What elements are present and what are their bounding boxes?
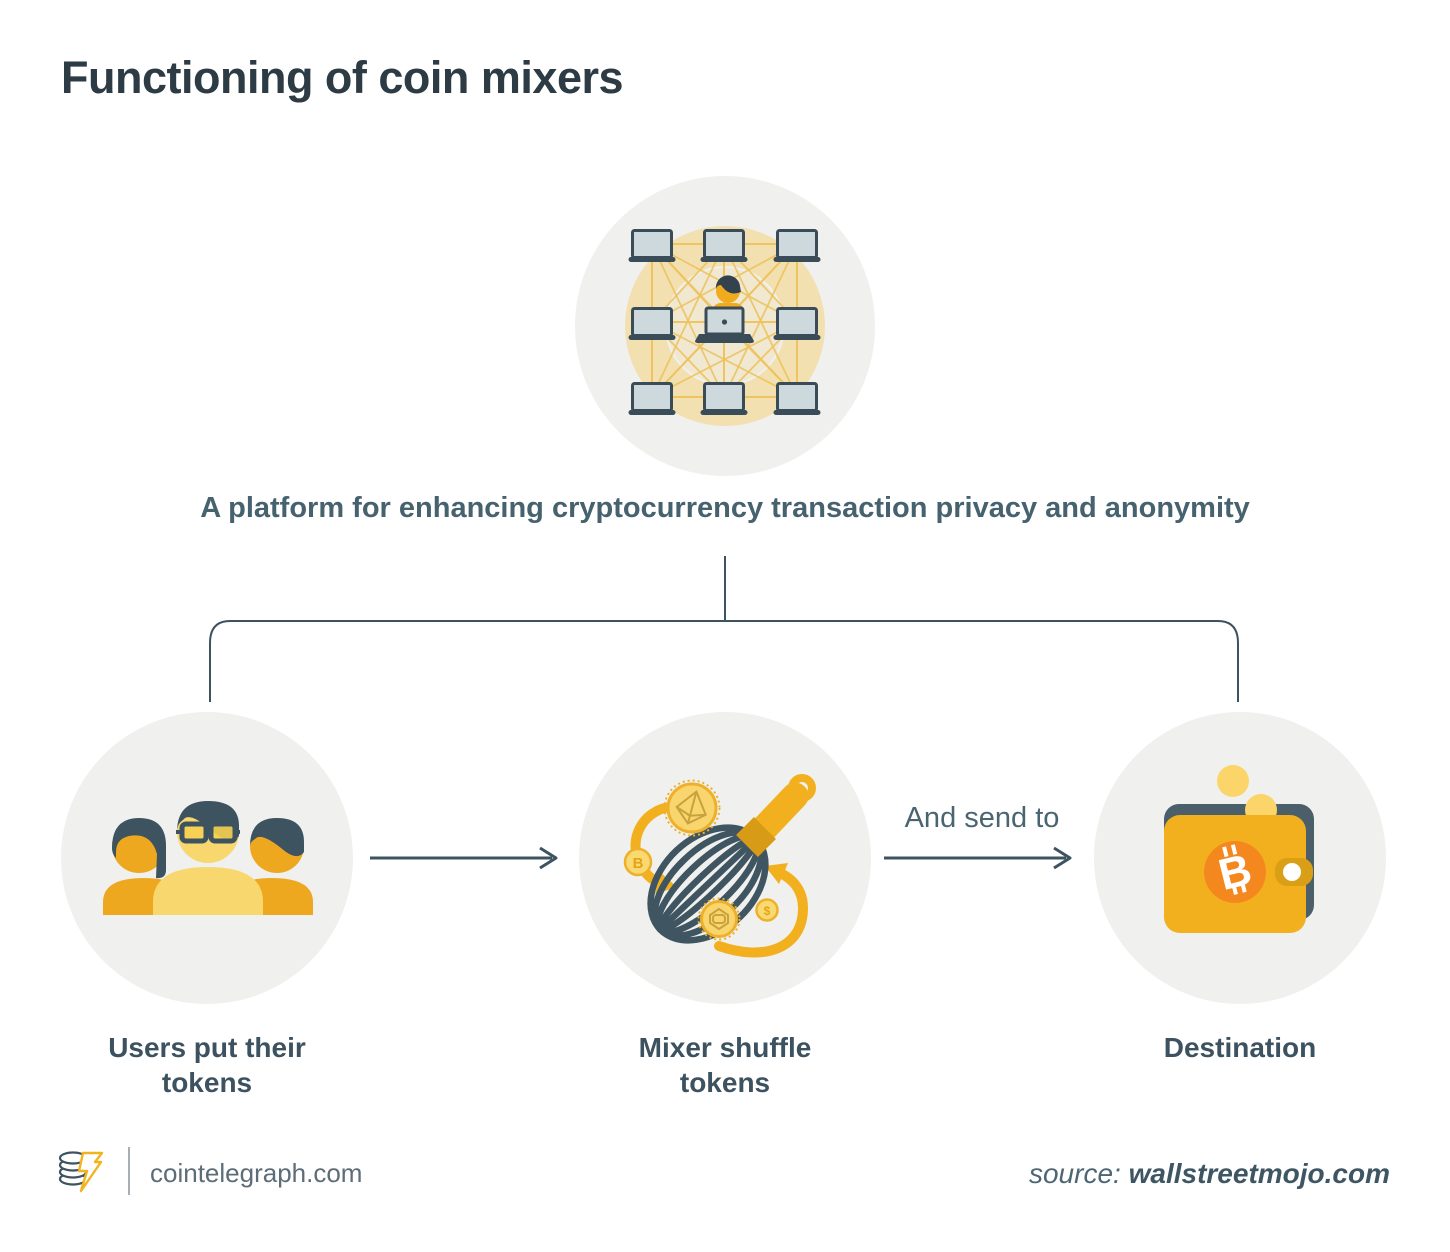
laptop-nodes xyxy=(628,229,821,415)
users-circle xyxy=(61,712,353,1004)
dollar-coin-icon: $ xyxy=(755,898,779,922)
coin-drop-1 xyxy=(1217,765,1249,797)
branch-connector xyxy=(209,556,1239,702)
step-label-mixer: Mixer shuffle tokens xyxy=(638,1032,812,1098)
arrow-right-icon xyxy=(370,846,558,870)
footer-divider xyxy=(128,1147,130,1195)
glasses-icon xyxy=(176,821,240,844)
open-laptop-icon xyxy=(695,306,754,343)
platform-caption: A platform for enhancing cryptocurrency … xyxy=(200,492,1250,524)
whisk-mixer-icon: B $ xyxy=(623,774,816,958)
wallet-circle: B xyxy=(1094,712,1386,1004)
svg-text:B: B xyxy=(633,855,644,872)
users-group-icon xyxy=(103,801,313,915)
source-credit: source: wallstreetmojo.com xyxy=(1029,1158,1390,1190)
arrow-right-icon xyxy=(884,846,1072,870)
arrow-label: And send to xyxy=(904,802,1060,834)
source-label: source: xyxy=(1028,1158,1121,1189)
bitcoin-badge xyxy=(1204,841,1266,903)
page-title: Functioning of coin mixers xyxy=(61,52,624,103)
whisk-icon xyxy=(647,774,816,944)
cointelegraph-logo xyxy=(58,1151,104,1193)
step-label-users: Users put their tokens xyxy=(108,1032,306,1098)
brand-text: cointelegraph.com xyxy=(150,1158,363,1188)
eth-coin-icon xyxy=(663,779,721,837)
platform-circle xyxy=(575,176,875,476)
step-label-destination: Destination xyxy=(1163,1032,1317,1063)
male-hair xyxy=(250,818,304,857)
svg-text:$: $ xyxy=(764,904,771,918)
source-value: wallstreetmojo.com xyxy=(1128,1158,1390,1189)
mixer-network-icon xyxy=(625,226,825,426)
lightning-bolt-icon xyxy=(77,1151,104,1193)
female-hair xyxy=(112,818,166,879)
btc-coin-icon: B xyxy=(623,847,653,877)
token-coin-icon xyxy=(697,897,741,941)
mixer-circle: B $ xyxy=(579,712,871,1004)
bitcoin-wallet-icon: B xyxy=(1164,765,1314,933)
